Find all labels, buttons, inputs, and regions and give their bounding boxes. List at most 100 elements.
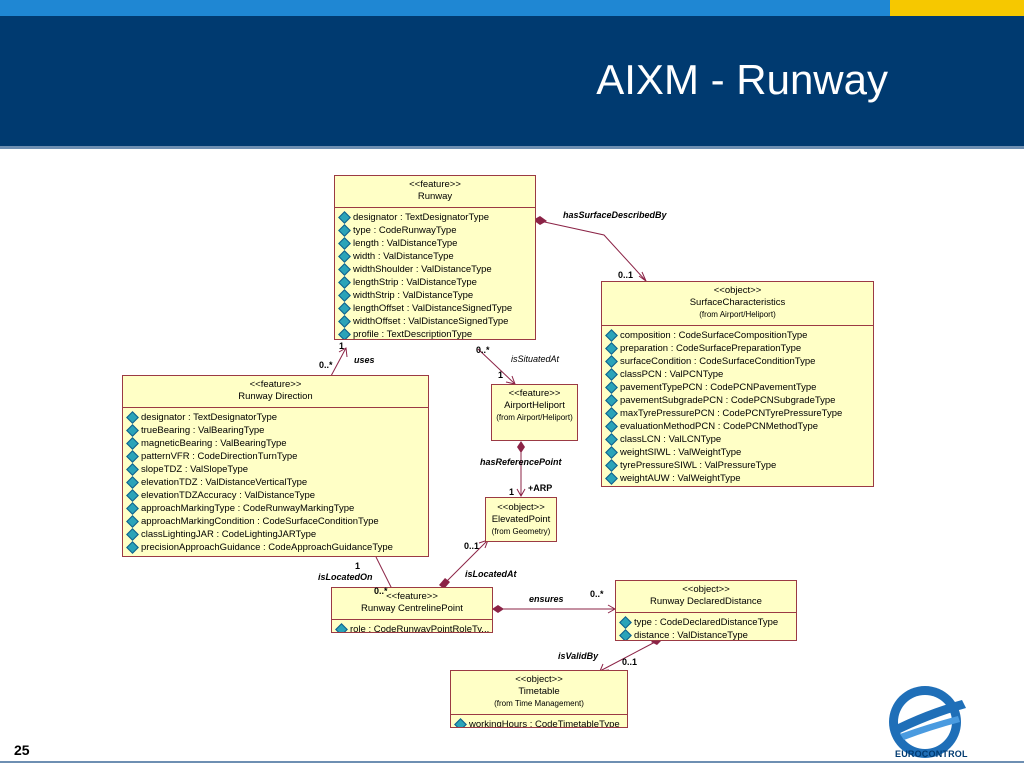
attribute-icon [126,463,139,476]
attribute-icon [605,459,618,472]
airport-package: (from Airport/Heliport) [496,413,573,422]
surface-package: (from Airport/Heliport) [699,310,776,319]
surface-attr: pavementTypePCN : CodePCNPavementType [605,381,869,394]
mult-located-at: 0..1 [464,541,480,551]
attribute-icon [126,450,139,463]
direction-name: Runway Direction [238,391,313,402]
surface-attr: classLCN : ValLCNType [605,433,869,446]
mult-surface: 0..1 [618,270,634,280]
slide-title: AIXM - Runway [596,56,888,103]
airport-stereotype: <<feature>> [508,388,561,399]
attribute-icon [335,623,348,632]
mult-ensures: 0..* [590,589,604,599]
arrowhead-reference [516,488,526,498]
surface-attr: evaluationMethodPCN : CodePCNMethodType [605,420,869,433]
role-arp: +ARP [528,483,553,493]
runway-attr: widthOffset : ValDistanceSignedType [338,315,531,328]
top-blue-bar [0,0,890,16]
attribute-icon [126,489,139,502]
attribute-icon [338,276,351,289]
surface-attr: weightAUW : ValWeightType [605,472,869,485]
label-ensures: ensures [529,594,564,604]
direction-attr: slopeTDZ : ValSlopeType [126,463,424,476]
label-has-surface-described-by: hasSurfaceDescribedBy [563,210,667,220]
mult-located-on-centreline: 0..* [374,586,388,596]
attribute-icon [338,302,351,315]
label-is-located-on: isLocatedOn [318,572,373,582]
mult-uses-runway: 1 [339,341,345,351]
runway-attr: type : CodeRunwayType [338,224,531,237]
attribute-icon [338,211,351,224]
timetable-name: Timetable [518,686,560,697]
attribute-icon [605,342,618,355]
runway-attr: length : ValDistanceType [338,237,531,250]
attribute-icon [605,394,618,407]
direction-attr: elevationTDZ : ValDistanceVerticalType [126,476,424,489]
direction-attr: classLightingJAR : CodeLightingJARType [126,528,424,541]
elevated-stereotype: <<object>> [497,502,545,513]
attribute-icon [338,289,351,302]
attribute-icon [126,476,139,489]
attribute-icon [605,381,618,394]
line-uses [330,347,347,377]
mult-reference: 1 [509,487,515,497]
direction-attr: approachMarkingType : CodeRunwayMarkingT… [126,502,424,515]
attribute-icon [338,263,351,276]
runway-attr: width : ValDistanceType [338,250,531,263]
runway-attr: lengthStrip : ValDistanceType [338,276,531,289]
class-timetable[interactable]: <<object>>Timetable (from Time Management… [450,670,628,728]
runway-attr: widthStrip : ValDistanceType [338,289,531,302]
elevated-name: ElevatedPoint [491,514,551,525]
attribute-icon [126,424,139,437]
surface-attr: weightSIWL : ValWeightType [605,446,869,459]
attribute-icon [619,616,632,629]
runway-attr: widthShoulder : ValDistanceType [338,263,531,276]
declared-attr: distance : ValDistanceType [619,629,792,640]
logo-wordmark: EUROCONTROL [895,749,968,759]
footer-divider [0,761,1024,763]
attribute-icon [338,237,351,250]
declared-stereotype: <<object>> [682,584,730,595]
surface-attr: classPCN : ValPCNType [605,368,869,381]
attribute-icon [338,224,351,237]
label-is-valid-by: isValidBy [558,651,599,661]
attribute-icon [338,315,351,328]
centreline-name: Runway CentrelinePoint [361,603,463,614]
timetable-stereotype: <<object>> [515,674,563,685]
attribute-icon [338,250,351,263]
timetable-attr: workingHours : CodeTimetableType [454,718,623,727]
eurocontrol-logo-icon [889,686,966,758]
declared-attr: type : CodeDeclaredDistanceType [619,616,792,629]
attribute-icon [454,718,467,727]
direction-attr: magneticBearing : ValBearingType [126,437,424,450]
direction-attr: designator : TextDesignatorType [126,411,424,424]
label-is-located-at: isLocatedAt [465,569,517,579]
attribute-icon [605,407,618,420]
elevated-package: (from Geometry) [491,527,551,536]
class-runway[interactable]: <<feature>>Runway designator : TextDesig… [334,175,536,340]
arrowhead-surface [638,271,648,283]
slide-header [0,16,1024,146]
top-yellow-accent [890,0,1024,16]
attribute-icon [605,355,618,368]
class-runway-declared-distance[interactable]: <<object>>Runway DeclaredDistance type :… [615,580,797,641]
class-elevated-point[interactable]: <<object>>ElevatedPoint (from Geometry) [485,497,557,542]
class-surface-characteristics[interactable]: <<object>>SurfaceCharacteristics(from Ai… [601,281,874,487]
mult-located-on-direction: 1 [355,561,361,571]
class-runway-centreline-point[interactable]: <<feature>>Runway CentrelinePoint role :… [331,587,493,633]
attribute-icon [605,329,618,342]
class-runway-direction[interactable]: <<feature>>Runway Direction designator :… [122,375,429,557]
class-airport-heliport[interactable]: <<feature>>AirportHeliport (from Airport/… [491,384,578,441]
label-is-situated-at: isSituatedAt [511,354,560,364]
direction-attr: patternVFR : CodeDirectionTurnType [126,450,424,463]
centreline-stereotype: <<feature>> [386,591,438,602]
timetable-package: (from Time Management) [494,699,584,708]
mult-uses-direction: 0..* [319,360,333,370]
attribute-icon [605,472,618,485]
centreline-attr: role : CodeRunwayPointRoleTy... [335,623,489,632]
attribute-icon [605,420,618,433]
surface-name: SurfaceCharacteristics [689,297,786,308]
label-has-reference-point: hasReferencePoint [480,457,562,467]
attribute-icon [126,437,139,450]
airport-name: AirportHeliport [504,400,565,411]
